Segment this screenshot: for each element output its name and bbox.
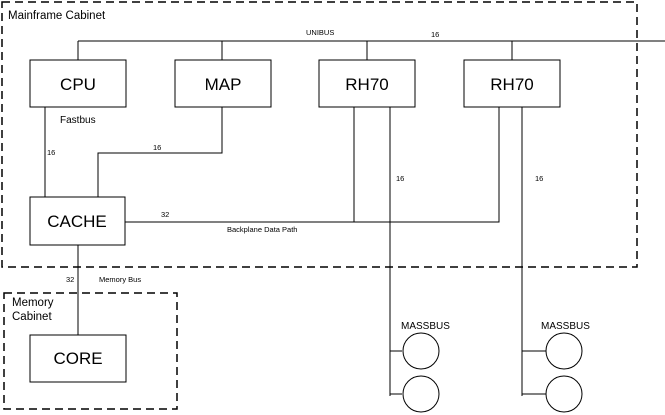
cache-box: [29, 196, 126, 246]
unibus-width-label: 16: [431, 30, 439, 39]
unibus-label: UNIBUS: [306, 28, 334, 37]
rh70-b-box: [463, 59, 561, 108]
massbus-b-disk-2: [545, 375, 583, 413]
cpu-box: [29, 59, 127, 108]
memory-cabinet-label-line1: Memory: [12, 297, 54, 309]
rh70-a-label: RH70: [345, 75, 388, 94]
cache-label: CACHE: [47, 212, 107, 231]
map-box: [174, 59, 272, 108]
massbus-a-label: MASSBUS: [401, 321, 450, 332]
cpu-label: CPU: [60, 75, 96, 94]
core-box: [29, 334, 127, 383]
wires: [44, 40, 665, 396]
map-label: MAP: [205, 75, 242, 94]
massbus-b-label: MASSBUS: [541, 321, 590, 332]
rh70-a-box: [318, 59, 416, 108]
massbus-a-disk-1: [402, 332, 440, 370]
mainframe-cabinet: [1, 1, 638, 268]
massbus-b-disk-1: [545, 332, 583, 370]
map-cache-line: [97, 107, 223, 197]
rh70-b-label: RH70: [490, 75, 533, 94]
map-width-label: 16: [153, 143, 161, 152]
massbus-a-width-label: 16: [396, 174, 404, 183]
mainframe-cabinet-label: Mainframe Cabinet: [8, 10, 106, 22]
memory-cabinet-label-line2: Cabinet: [12, 311, 52, 323]
massbus-a-disk-2: [402, 375, 440, 413]
core-label: CORE: [53, 349, 102, 368]
backplane-width-label: 32: [161, 210, 169, 219]
memory-cabinet: [3, 292, 178, 410]
backplane-line: [125, 107, 500, 223]
memory-bus-width-label: 32: [66, 275, 74, 284]
fastbus-label: Fastbus: [60, 115, 96, 126]
massbus-b-width-label: 16: [535, 174, 543, 183]
fastbus-width-label: 16: [47, 148, 55, 157]
memory-bus-label: Memory Bus: [99, 275, 141, 284]
backplane-label: Backplane Data Path: [227, 225, 297, 234]
